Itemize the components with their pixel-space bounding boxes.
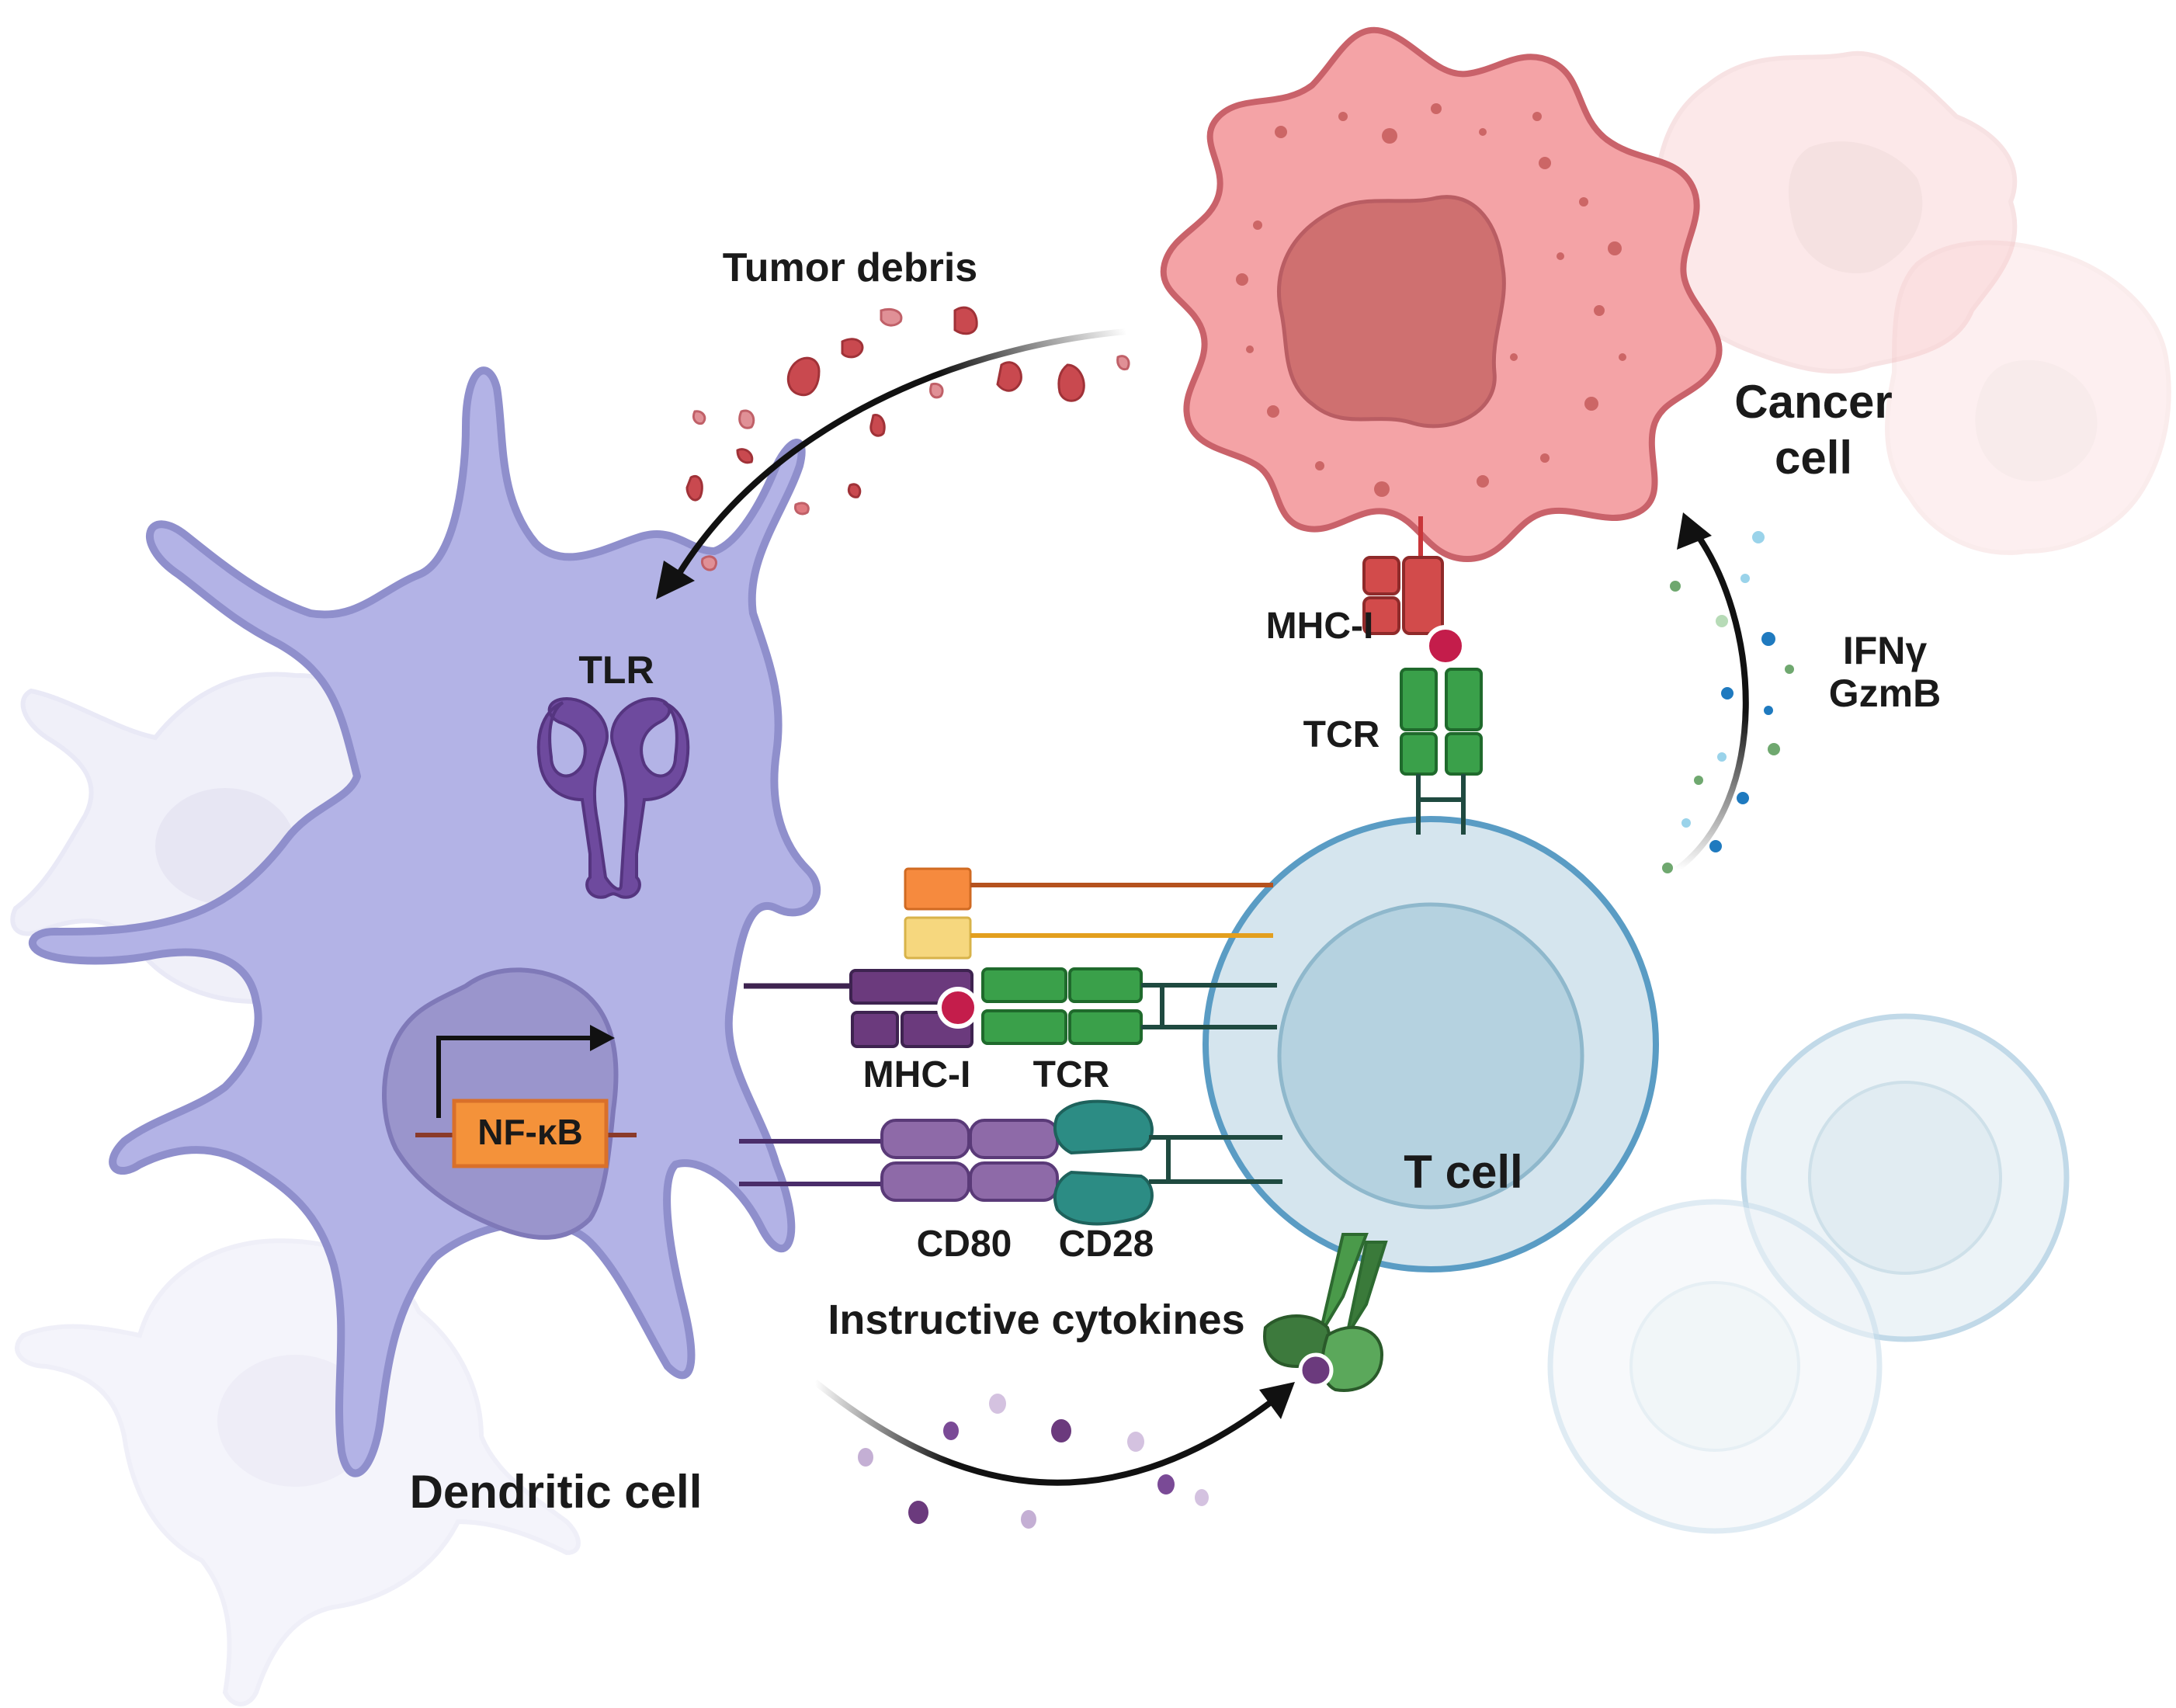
tumor-debris-label: Tumor debris — [723, 245, 977, 290]
faded-dendritic-cell-2 — [15, 1238, 581, 1706]
tumor-debris-arrow — [671, 328, 1126, 585]
mid-mhc-label: MHC-I — [863, 1054, 971, 1095]
top-tcr-stalk — [1416, 774, 1466, 835]
mid-peptide-icon — [937, 987, 979, 1029]
cancer-cell-label-line1: Cancer — [1734, 376, 1892, 428]
cd28 — [1053, 1099, 1282, 1226]
transcription-arrow-icon — [436, 1036, 598, 1118]
cancer-cell-nucleus — [1277, 195, 1506, 429]
cd80 — [739, 1119, 1059, 1202]
tumor-debris-particles — [685, 306, 1130, 571]
mid-tcr-stalk — [1141, 983, 1277, 1029]
tlr-label: TLR — [578, 648, 654, 692]
synapse-molecules: MHC-I TCR CD80 CD28 — [739, 867, 1282, 1265]
ifng-gzmb-particles — [1662, 531, 1794, 873]
ifng-arrow — [1675, 526, 1749, 873]
instructive-cytokines-label: Instructive cytokines — [828, 1297, 1244, 1343]
faded-cancer-cell-1 — [1647, 50, 2018, 374]
dendritic-cell-membrane — [28, 366, 821, 1477]
nfkb-label: NF-κB — [477, 1112, 583, 1152]
instructive-cytokine-particles — [858, 1394, 1209, 1529]
cancer-cell-label-line2: cell — [1775, 432, 1852, 484]
top-mhc-i — [1362, 556, 1444, 635]
ifng-label: IFNγ — [1843, 629, 1928, 672]
top-tcr-label: TCR — [1303, 714, 1380, 755]
orange-ligand — [904, 867, 972, 911]
cytokine-bound-icon — [1298, 1352, 1334, 1388]
nfkb-gene: NF-κB — [415, 1025, 637, 1168]
t-cell-nucleus — [1277, 902, 1584, 1210]
faded-t-cell-1 — [1740, 1013, 2070, 1342]
faded-t-cell-2 — [1547, 1199, 1883, 1534]
top-tcr — [1400, 668, 1483, 776]
t-cell-label: T cell — [1404, 1146, 1522, 1198]
t-cell: T cell — [1203, 816, 1659, 1272]
tumor-debris-arrowhead-icon — [656, 561, 695, 599]
faded-cancer-cell-2 — [1885, 240, 2171, 555]
cancer-cell — [1160, 26, 1723, 563]
tlr-receptor: TLR — [536, 648, 690, 899]
top-mhc-label: MHC-I — [1266, 606, 1374, 647]
arrows — [656, 328, 1749, 1486]
yellow-ligand — [904, 916, 972, 960]
cd28-label: CD28 — [1059, 1224, 1154, 1265]
mid-mhc-i — [849, 969, 973, 1048]
transcription-arrowhead-icon — [590, 1025, 615, 1051]
tlr-icon — [536, 696, 690, 899]
top-peptide-icon — [1425, 625, 1466, 667]
nfkb-box — [452, 1099, 609, 1168]
mid-tcr-label: TCR — [1033, 1054, 1110, 1095]
top-mhc-tcr-complex: MHC-I TCR — [1266, 516, 1483, 835]
cytokine-arrowhead-icon — [1259, 1382, 1295, 1419]
mid-tcr — [981, 967, 1143, 1045]
dendritic-cell-label: Dendritic cell — [410, 1466, 703, 1518]
gzmb-label: GzmB — [1829, 672, 1941, 715]
ifng-arrowhead-icon — [1677, 512, 1712, 550]
dendritic-cell: NF-κB — [28, 366, 821, 1477]
cancer-cell-granules — [1236, 103, 1626, 497]
labels: Tumor debris Cancer cell IFNγ GzmB Instr… — [410, 245, 1942, 1518]
cytokine-arrow — [813, 1379, 1279, 1486]
cytokine-receptor — [1263, 1233, 1388, 1392]
cd80-label: CD80 — [917, 1224, 1012, 1265]
